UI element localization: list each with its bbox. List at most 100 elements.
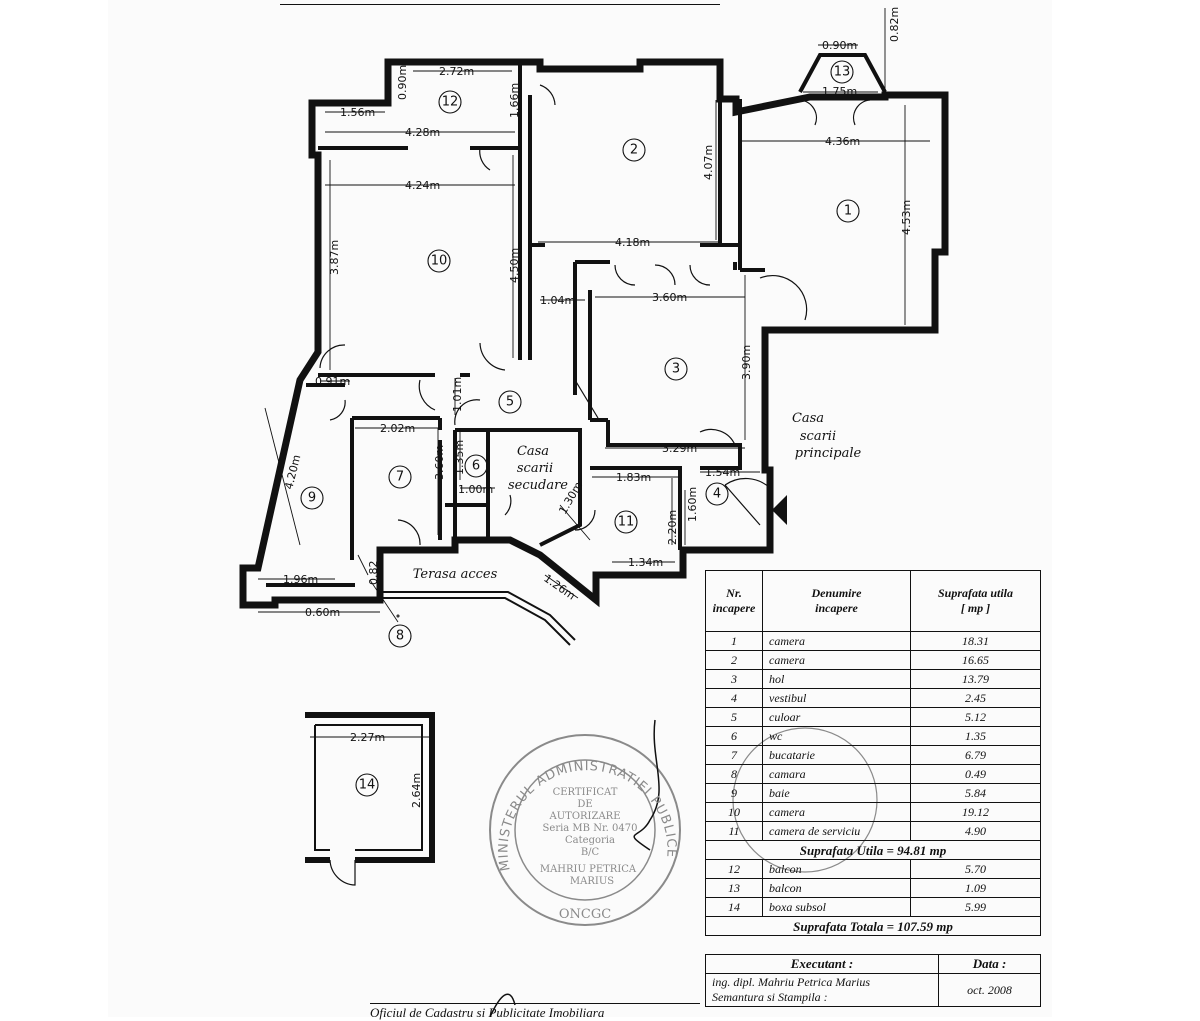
room-circle-13 xyxy=(830,60,854,84)
dim-label: 3.60m xyxy=(652,291,687,304)
note-casa-secundara: Casa xyxy=(517,444,549,459)
interior-walls xyxy=(266,62,765,587)
room-number-12: 12 xyxy=(442,95,459,110)
stamp-line: CERTIFICAT xyxy=(553,787,618,798)
room-circle-12 xyxy=(438,90,462,114)
dim-label: 0.91m xyxy=(315,375,350,388)
dim-label: 1.66m xyxy=(508,83,521,118)
dim-label: 1.00m xyxy=(458,483,493,496)
stamp-line: B/C xyxy=(581,847,600,858)
storage-14-door xyxy=(329,859,356,886)
entrance-arrow xyxy=(772,495,787,525)
room-number-5: 5 xyxy=(506,395,514,410)
room-circle-2 xyxy=(622,138,646,162)
note-casa-secundara: secudare xyxy=(508,478,568,493)
dim-label: 2.20m xyxy=(666,510,679,545)
room-circle-14 xyxy=(355,773,379,797)
dim-label: 1.96m xyxy=(283,573,318,586)
dim-label: 4.36m xyxy=(825,135,860,148)
room-number-3: 3 xyxy=(672,362,680,377)
dim-label: 1.35m xyxy=(453,440,466,475)
outer-wall xyxy=(239,58,949,609)
room-number-9: 9 xyxy=(308,491,316,506)
stamp-line: DE xyxy=(577,799,592,810)
door-arcs xyxy=(319,84,871,546)
storage-14-walls xyxy=(305,712,435,863)
room-number-7: 7 xyxy=(396,470,404,485)
date-label: Data : xyxy=(938,954,1041,974)
dim-label: 1.04m xyxy=(540,294,575,307)
dim-label: 4.18m xyxy=(615,236,650,249)
header-nr: Nr.incapere xyxy=(705,570,763,632)
top-table-edge xyxy=(280,0,720,5)
stamp-line: MAHRIU PETRICA xyxy=(540,864,637,875)
room-circle-10 xyxy=(427,249,451,273)
room-number-13: 13 xyxy=(834,65,851,80)
dim-label: 1.34m xyxy=(628,556,663,569)
room-circle-9 xyxy=(300,486,324,510)
balcony-13-walls xyxy=(798,53,887,93)
room-circle-7 xyxy=(388,465,412,489)
note-terasa: Terasa acces xyxy=(413,567,498,582)
header-area: Suprafata utila[ mp ] xyxy=(910,570,1041,632)
dim-label: 3.90m xyxy=(740,345,753,380)
dim-label: 4.07m xyxy=(702,145,715,180)
dim-label: 1.75m xyxy=(822,85,857,98)
room-circle-4 xyxy=(705,482,729,506)
room-number-8: 8 xyxy=(396,629,404,644)
dim-label: 2.27m xyxy=(350,731,385,744)
stamp-line: Categoria xyxy=(565,835,615,846)
room-circle-3 xyxy=(664,357,688,381)
room-number-11: 11 xyxy=(618,515,635,530)
total-text: Suprafata Totala = 107.59 mp xyxy=(705,916,1041,936)
footer-text: Oficiul de Cadastru si Publicitate Imobi… xyxy=(370,1003,700,1021)
room-number-14: 14 xyxy=(359,778,376,793)
storage-14-inner xyxy=(314,724,423,851)
dim-label: 1.60m xyxy=(686,487,699,522)
room-circle-8 xyxy=(388,624,412,648)
dim-label: 3.29m xyxy=(662,442,697,455)
room-number-10: 10 xyxy=(431,254,448,269)
dim-label: 1.56m xyxy=(340,106,375,119)
dim-label: 4.53m xyxy=(900,200,913,235)
room-circle-5 xyxy=(498,390,522,414)
room8-leader xyxy=(396,614,400,618)
dim-label: 3.87m xyxy=(328,240,341,275)
room-number-2: 2 xyxy=(630,143,638,158)
terrace-edge xyxy=(380,591,576,646)
dim-label: 2.64m xyxy=(410,773,423,808)
dim-label: 0.82 xyxy=(367,561,380,586)
note-casa-principala: scarii xyxy=(800,429,836,444)
note-casa-secundara: scarii xyxy=(517,461,553,476)
executant-label: Executant : xyxy=(705,954,939,974)
dimension-lines xyxy=(258,8,930,850)
room-number-1: 1 xyxy=(844,204,852,219)
dim-label: 1.83m xyxy=(616,471,651,484)
stamp-line: AUTORIZARE xyxy=(549,811,621,822)
room-number-6: 6 xyxy=(472,459,480,474)
stamp-line: MARIUS xyxy=(570,876,614,887)
dim-label: 2.02m xyxy=(380,422,415,435)
dim-label: 0.90m xyxy=(396,65,409,100)
subtotal-text: Suprafata Utila = 94.81 mp xyxy=(705,840,1041,860)
note-casa-principala: Casa xyxy=(792,411,824,426)
dim-label: 4.50m xyxy=(508,248,521,283)
executant-table: Executant : Data : ing. dipl. Mahriu Pet… xyxy=(705,954,1041,1007)
room8-leader-line xyxy=(369,579,399,623)
